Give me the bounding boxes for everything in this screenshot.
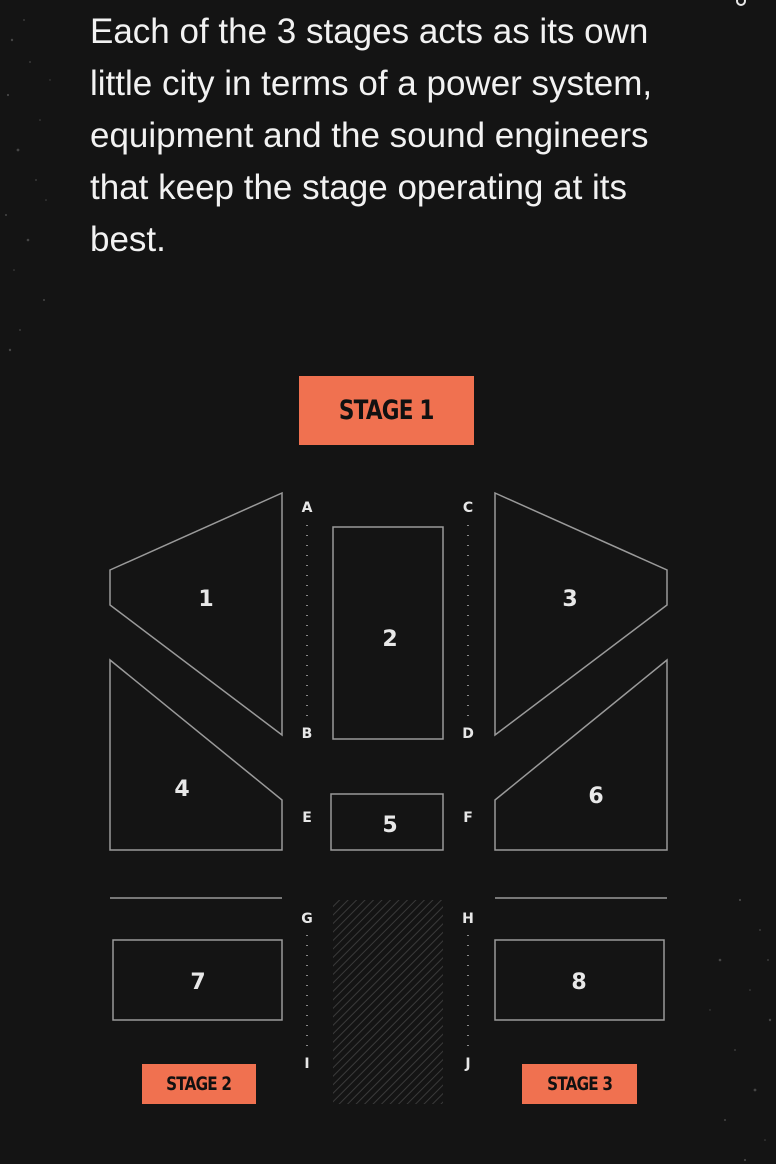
stage-2-label: STAGE 2 [166,1073,232,1095]
section-3-label: 3 [562,587,577,612]
stage-3-badge[interactable]: STAGE 3 [522,1064,637,1104]
intro-paragraph: Each of the 3 stages acts as its own lit… [90,12,653,259]
aisle-label-j: J [464,1056,470,1072]
section-4-label: 4 [174,777,189,802]
stage-1-label: STAGE 1 [339,395,435,426]
section-6-label: 6 [588,784,603,809]
section-5-shape[interactable] [330,793,444,851]
stage-1-badge[interactable]: STAGE 1 [299,376,474,445]
section-4-shape[interactable] [109,658,283,851]
hatched-zone [333,900,443,1104]
section-8-label: 8 [571,970,586,995]
aisle-label-c: C [463,500,473,516]
aisle-label-f: F [463,810,473,826]
section-8-shape[interactable] [494,939,665,1021]
stage-3-label: STAGE 3 [546,1073,613,1095]
section-7-label: 7 [190,970,205,995]
section-5-label: 5 [382,813,397,838]
corner-pin-icon [736,0,746,6]
aisle-label-a: A [302,500,313,516]
stage-2-badge[interactable]: STAGE 2 [142,1064,256,1104]
section-7-shape[interactable] [112,939,283,1021]
aisle-label-g: G [301,911,313,927]
section-2-shape[interactable] [332,526,444,740]
aisle-label-d: D [462,726,474,742]
aisle-label-h: H [462,911,474,927]
aisle-label-b: B [302,726,313,742]
section-2-label: 2 [382,627,397,652]
aisle-label-e: E [302,810,312,826]
section-3-shape[interactable] [494,491,668,737]
section-1-shape[interactable] [109,491,283,737]
section-1-label: 1 [198,587,213,612]
aisle-label-i: I [304,1056,309,1072]
section-6-shape[interactable] [494,658,668,851]
